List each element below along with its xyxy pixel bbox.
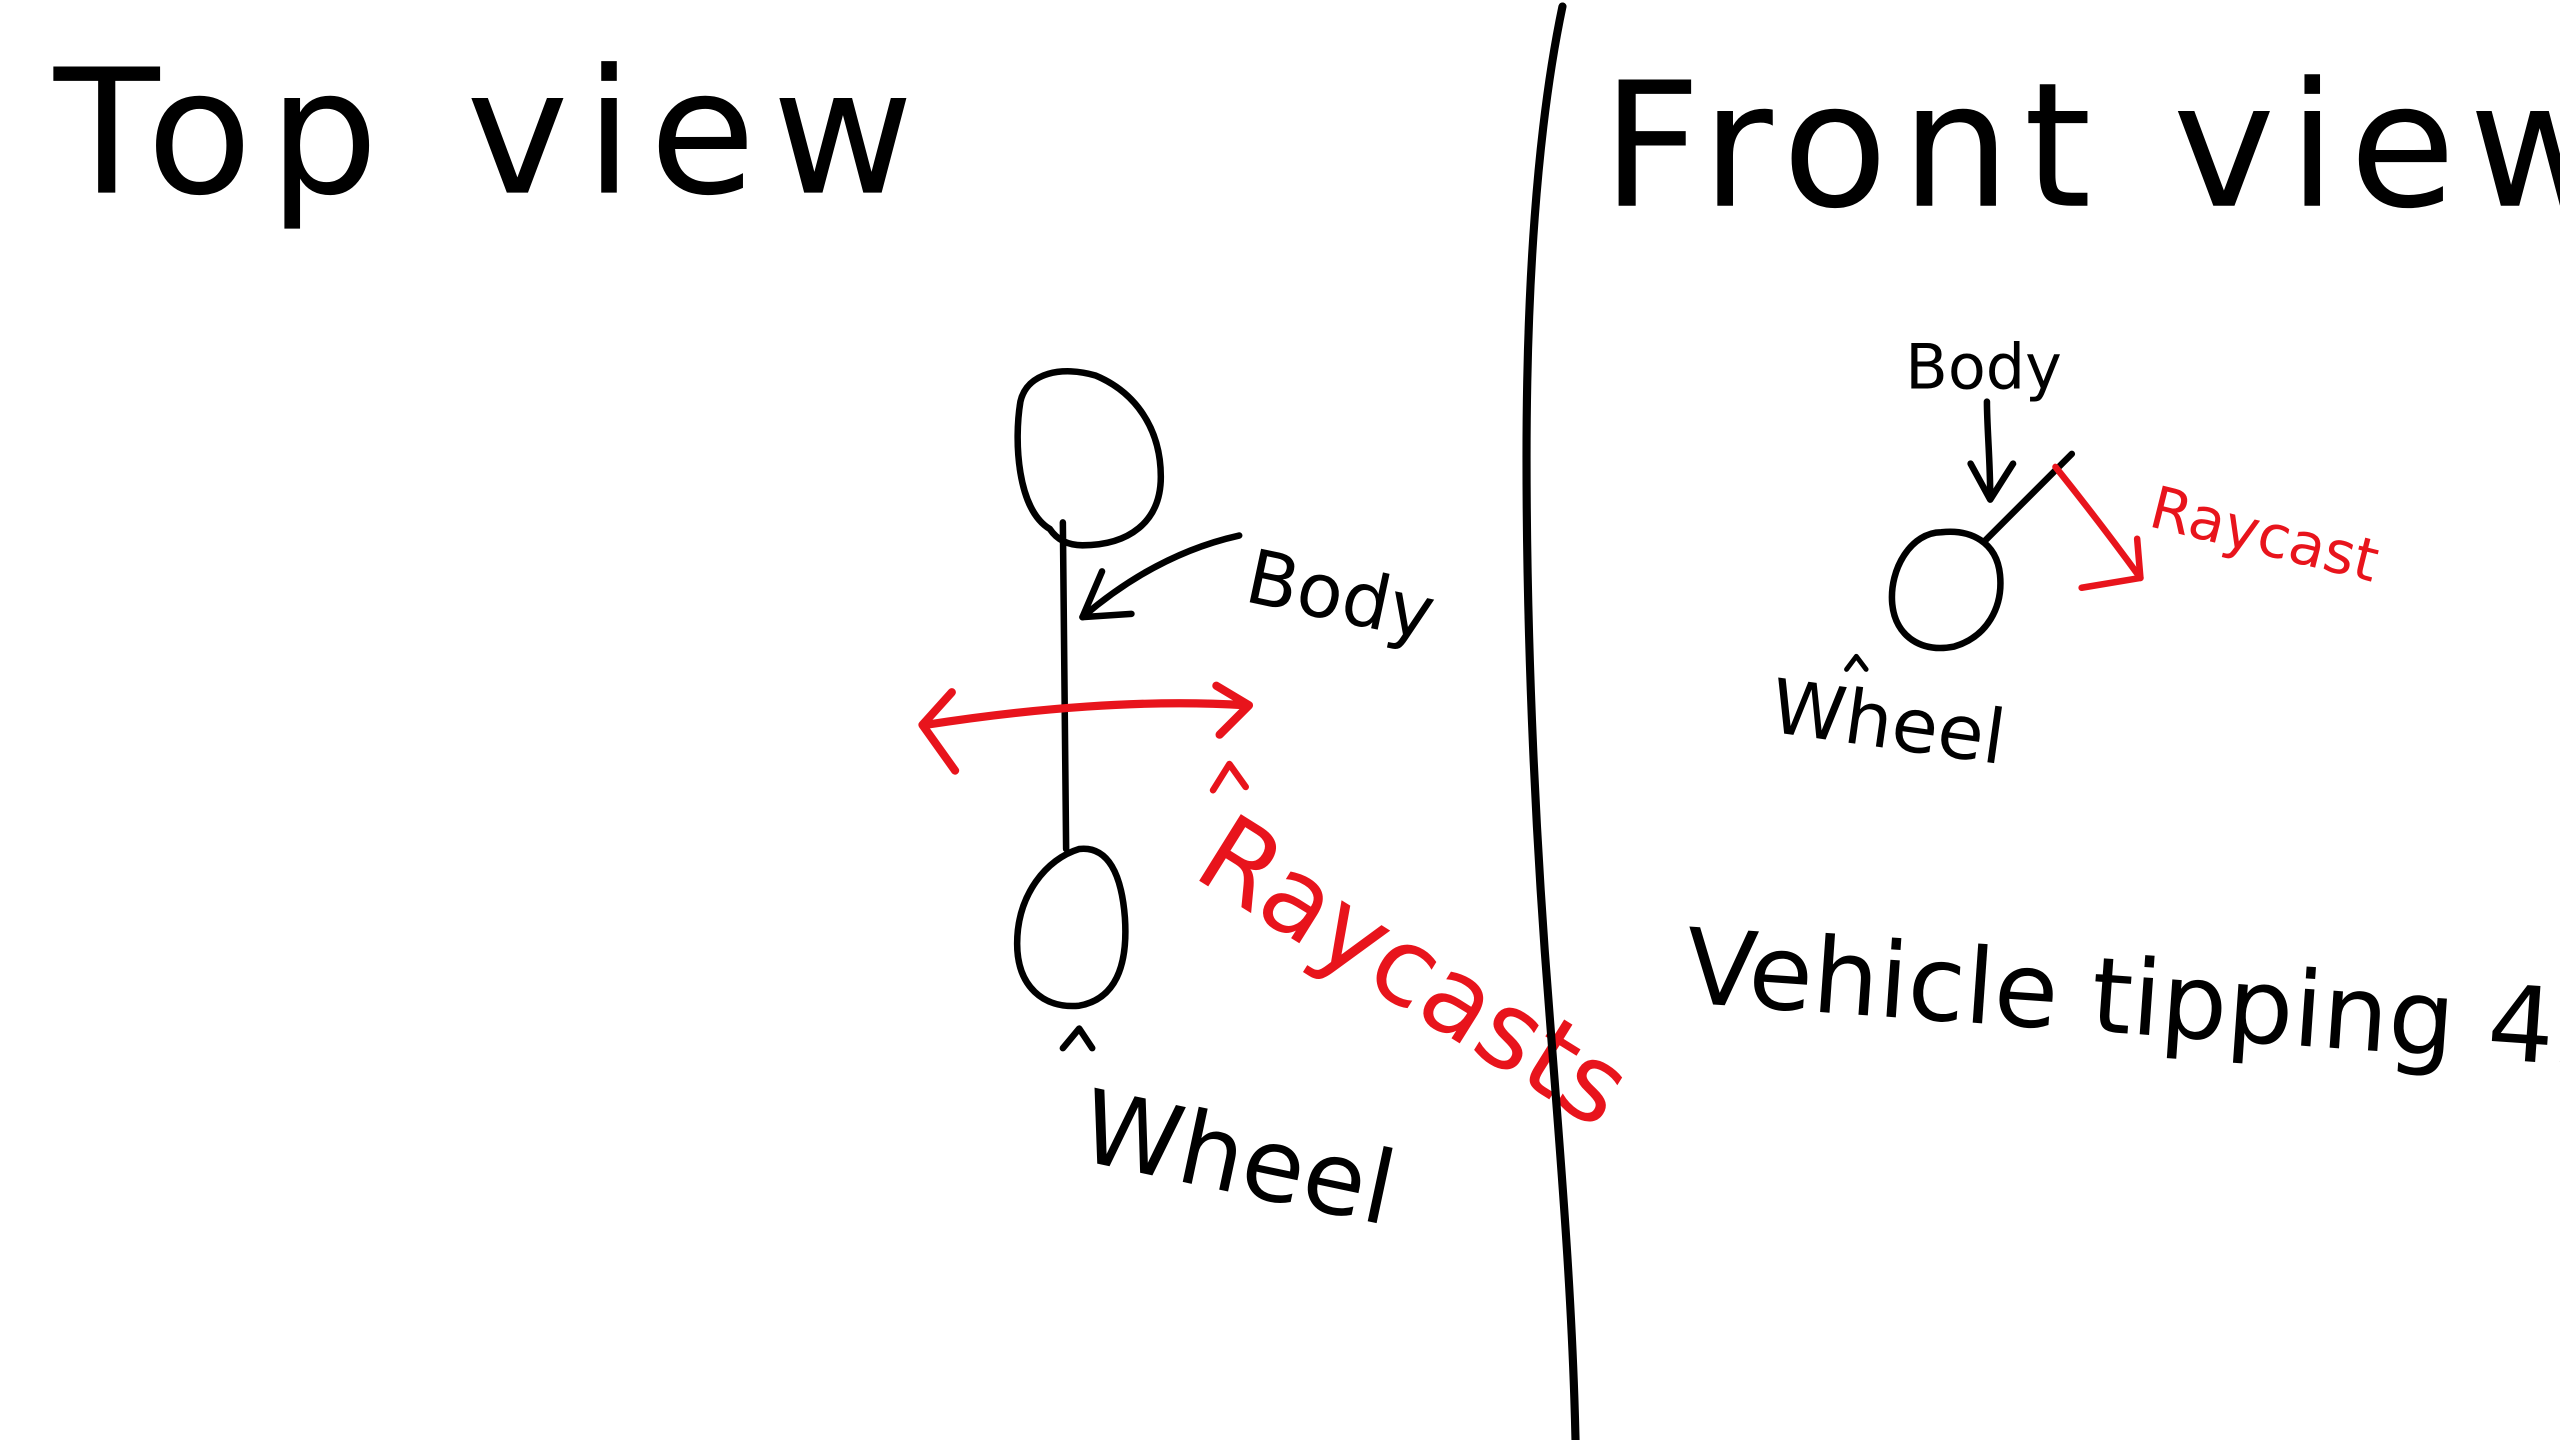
front-view-title: Front view [1602,45,2560,247]
front-view-raycast-label: Raycast [2144,472,2386,595]
front-view-wheel-caret [1844,653,1869,672]
panel-divider [1522,2,1580,1440]
front-view-body-line [1980,450,2076,546]
raycast-arrowhead-right-icon [1212,681,1254,739]
top-view-raycast-label: Raycasts [1176,791,1651,1152]
arrowhead-icon [1079,568,1135,621]
top-view-title: Top view [53,32,930,234]
top-view-raycast-arrow [921,699,1250,729]
front-view-wheel-label: Wheel [1766,662,2011,782]
top-view-wheel-rear [1013,845,1129,1010]
front-view-wheel [1888,528,2004,652]
top-view-body-line [1059,519,1070,853]
raycast-arrowhead-left-icon [918,688,960,775]
front-view-raycast-line [2052,463,2144,582]
front-view-body-arrow [1983,398,1994,500]
top-view-wheel-caret [1059,1025,1096,1052]
top-view-body-label: Body [1239,532,1443,657]
front-view-raycast-head [2078,535,2144,592]
top-view-raycast-caret [1209,760,1249,794]
top-view-wheel-label: Wheel [1071,1067,1406,1248]
arrowhead-icon [1967,460,2017,503]
front-view-caption: Vehicle tipping 45° [1682,906,2560,1097]
front-view-body-label: Body [1905,331,2062,404]
top-view-body-arrow [1079,532,1243,621]
top-view-wheel-front [1014,368,1165,549]
